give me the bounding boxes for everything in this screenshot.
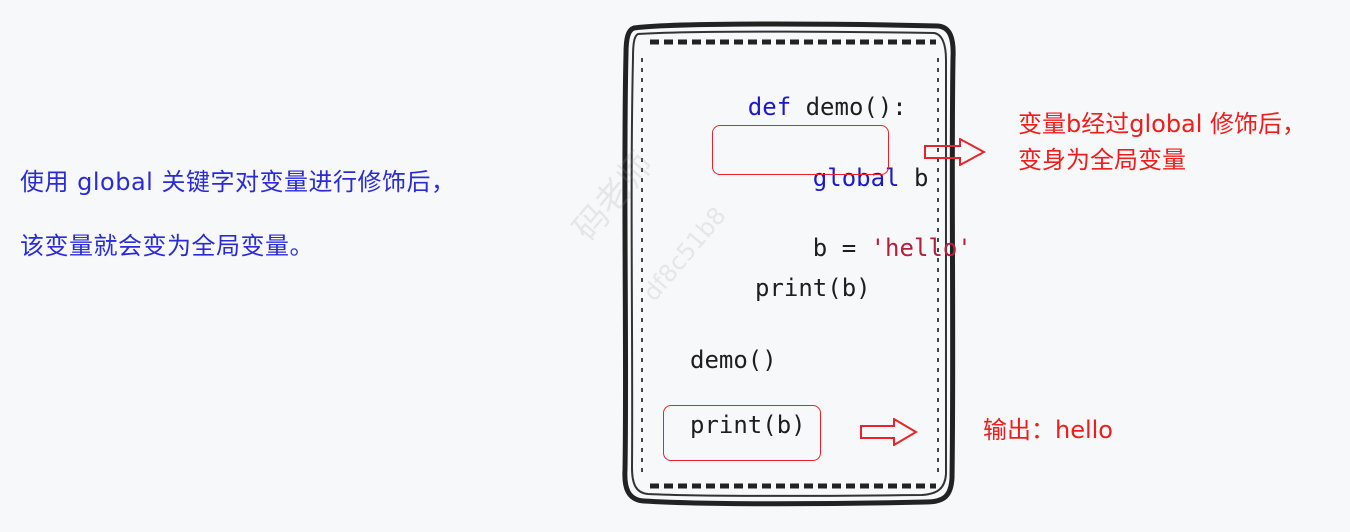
code-frame bbox=[620, 18, 956, 508]
code-line-demo-call: demo() bbox=[690, 346, 777, 374]
global-note-line-1: 变量b经过global 修饰后， bbox=[1018, 110, 1307, 138]
global-note-line-2: 变身为全局变量 bbox=[1018, 146, 1186, 174]
code-def-rest: demo(): bbox=[791, 93, 907, 121]
sketch-frame bbox=[622, 21, 956, 507]
code-line-print-inner: print(b) bbox=[755, 274, 871, 302]
code-global-rest: b bbox=[899, 164, 929, 192]
code-line-print-outer: print(b) bbox=[690, 411, 806, 439]
code-assign-pre: b = bbox=[812, 234, 871, 262]
arrow-right-icon bbox=[860, 418, 918, 446]
code-line-assign: b = 'hello' bbox=[755, 203, 972, 293]
print-highlight-box bbox=[663, 405, 821, 461]
global-highlight-box bbox=[712, 125, 889, 175]
global-note: 变量b经过global 修饰后， 变身为全局变量 bbox=[1018, 106, 1306, 178]
intro-line-2: 该变量就会变为全局变量。 bbox=[20, 232, 314, 260]
arrow-right-icon bbox=[924, 138, 986, 166]
output-note: 输出：hello bbox=[983, 416, 1113, 444]
keyword-def: def bbox=[747, 93, 792, 121]
intro-line-1: 使用 global 关键字对变量进行修饰后， bbox=[20, 168, 456, 196]
code-string-hello: 'hello' bbox=[870, 234, 972, 262]
code-line-def: def demo(): bbox=[690, 62, 907, 152]
intro-text: 使用 global 关键字对变量进行修饰后， 该变量就会变为全局变量。 bbox=[20, 150, 455, 278]
